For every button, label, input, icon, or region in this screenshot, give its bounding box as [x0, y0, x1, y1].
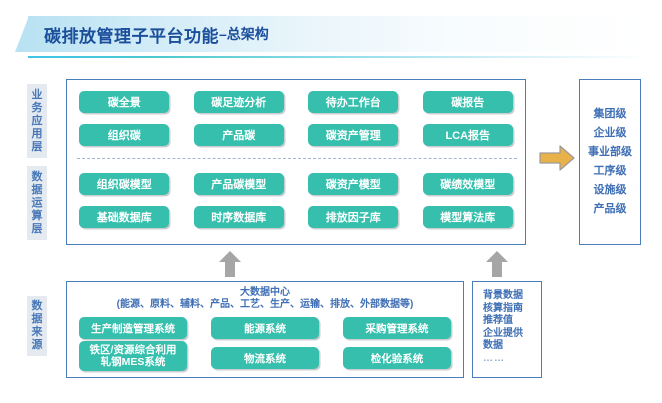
layer-char: 据 — [31, 183, 43, 196]
db-tile-basic-database[interactable]: 基础数据库 — [79, 206, 170, 228]
layer-char: 业 — [31, 88, 43, 101]
layer-char: 运 — [31, 196, 43, 209]
level-item-process: 工序级 — [593, 165, 627, 177]
layer-char: 用 — [31, 127, 43, 140]
page-title: 碳排放管理子平台功能 — [44, 26, 219, 46]
application-row-1: 碳全景 碳足迹分析 待办工作台 碳报告 — [67, 91, 525, 113]
model-tile-carbon-asset[interactable]: 碳资产模型 — [308, 173, 399, 195]
source-tile-energy-system[interactable]: 能源系统 — [211, 317, 319, 339]
app-tile-product-carbon[interactable]: 产品碳 — [193, 124, 284, 146]
level-item-enterprise: 企业级 — [593, 127, 627, 139]
layer-char: 数 — [31, 300, 43, 312]
layer-char: 应 — [31, 114, 43, 127]
application-row-2: 组织碳 产品碳 碳资产管理 LCA报告 — [67, 124, 525, 146]
compute-row-models: 组织碳模型 产品碳模型 碳资产模型 碳绩效模型 — [67, 173, 525, 195]
level-item-product: 产品级 — [593, 203, 627, 215]
data-center-subtitle: (能源、原料、辅料、产品、工艺、生产、运输、排放、外部数据等) — [116, 299, 414, 310]
source-tile-logistics-system[interactable]: 物流系统 — [211, 347, 319, 369]
layer-char: 务 — [31, 101, 43, 114]
right-arrow-icon — [539, 145, 575, 171]
compute-row-databases: 基础数据库 时序数据库 排放因子库 模型算法库 — [67, 206, 525, 228]
source-tile-line-2: 轧钢MES系统 — [100, 356, 166, 368]
layer-char: 来 — [31, 326, 43, 338]
layer-char: 源 — [31, 339, 43, 351]
up-arrow-icon-reference-data — [486, 251, 508, 277]
layer-char: 算 — [31, 209, 43, 222]
layer-char: 据 — [31, 313, 43, 325]
big-data-center-panel: 大数据中心 (能源、原料、辅料、产品、工艺、生产、运输、排放、外部数据等) 生产… — [66, 281, 464, 378]
reference-data-line: 背景数据 — [483, 290, 523, 301]
reference-data-line: 核算指南 — [483, 302, 523, 314]
layer-char: 层 — [31, 140, 43, 153]
layer-label-business: 业 务 应 用 层 — [27, 84, 47, 158]
source-system-row-1: 生产制造管理系统 能源系统 采购管理系统 — [67, 317, 463, 339]
model-tile-organization-carbon[interactable]: 组织碳模型 — [79, 173, 170, 195]
level-item-group: 集团级 — [593, 108, 627, 120]
source-tile-manufacturing-management-system[interactable]: 生产制造管理系统 — [79, 317, 187, 339]
app-tile-carbon-overview[interactable]: 碳全景 — [79, 91, 170, 113]
level-item-facility: 设施级 — [593, 184, 627, 196]
source-system-row-2: 铁区/资源综合利用 轧钢MES系统 物流系统 检化验系统 — [67, 341, 463, 371]
app-tile-carbon-asset-management[interactable]: 碳资产管理 — [308, 124, 399, 146]
data-center-title: 大数据中心 — [240, 287, 290, 298]
layer-label-data-source: 数 据 来 源 — [27, 296, 47, 356]
platform-function-container: 碳全景 碳足迹分析 待办工作台 碳报告 组织碳 产品碳 碳资产管理 LCA报告 … — [66, 79, 526, 245]
up-arrow-icon-data-center — [219, 251, 241, 277]
page-title-separator: – — [219, 26, 227, 42]
app-tile-footprint-analysis[interactable]: 碳足迹分析 — [193, 91, 284, 113]
organization-levels-panel: 集团级 企业级 事业部级 工序级 设施级 产品级 — [579, 79, 641, 245]
title-underline-rule — [28, 56, 648, 58]
reference-data-ellipsis: …… — [483, 352, 505, 364]
layer-char: 数 — [31, 170, 43, 183]
layer-divider — [77, 158, 517, 159]
reference-data-panel: 背景数据 核算指南 推荐值 企业提供 数据 …… — [472, 281, 542, 378]
source-tile-line-1: 铁区/资源综合利用 — [89, 344, 177, 356]
reference-data-line: 数据 — [483, 340, 503, 351]
model-tile-carbon-performance[interactable]: 碳绩效模型 — [422, 173, 513, 195]
db-tile-emission-factor-library[interactable]: 排放因子库 — [308, 206, 399, 228]
source-tile-inspection-test-system[interactable]: 检化验系统 — [343, 347, 451, 369]
source-tile-procurement-management-system[interactable]: 采购管理系统 — [343, 317, 451, 339]
level-item-business-unit: 事业部级 — [588, 146, 632, 158]
app-tile-todo-workbench[interactable]: 待办工作台 — [308, 91, 399, 113]
app-tile-carbon-report[interactable]: 碳报告 — [422, 91, 513, 113]
layer-char: 层 — [31, 222, 43, 235]
page-title-subtitle: 总架构 — [226, 26, 269, 42]
db-tile-timeseries-database[interactable]: 时序数据库 — [193, 206, 284, 228]
app-tile-lca-report[interactable]: LCA报告 — [422, 124, 513, 146]
reference-data-line: 推荐值 — [483, 315, 513, 326]
reference-data-line: 企业提供 — [483, 327, 523, 339]
model-tile-product-carbon[interactable]: 产品碳模型 — [193, 173, 284, 195]
page-title-banner: 碳排放管理子平台功能 – 总架构 — [15, 16, 640, 52]
app-tile-organization-carbon[interactable]: 组织碳 — [79, 124, 170, 146]
db-tile-model-algorithm-library[interactable]: 模型算法库 — [422, 206, 513, 228]
source-tile-ironmaking-resource-mes-system[interactable]: 铁区/资源综合利用 轧钢MES系统 — [79, 341, 187, 371]
layer-label-compute: 数 据 运 算 层 — [27, 166, 47, 240]
